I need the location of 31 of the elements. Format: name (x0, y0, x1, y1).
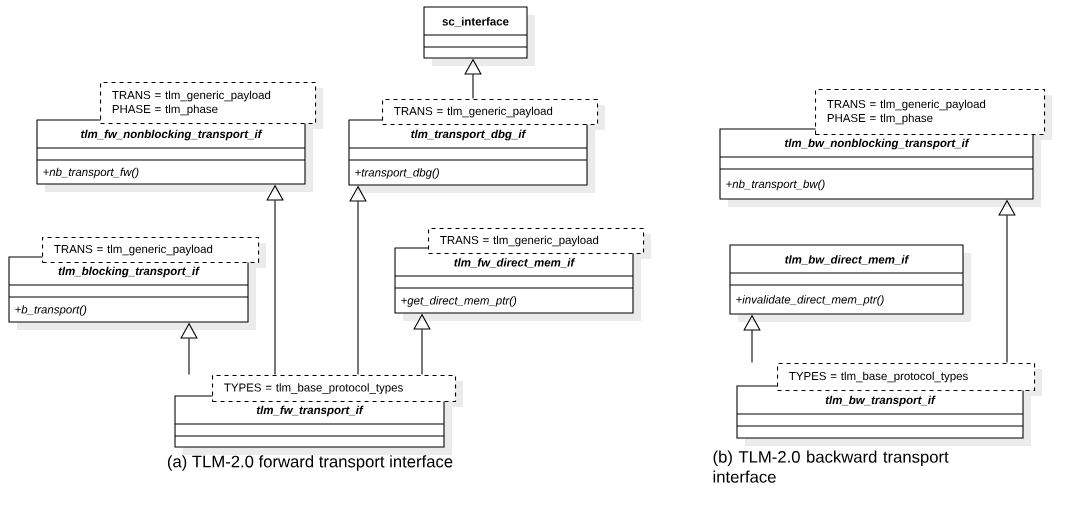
method-name: +nb_transport_fw() (43, 167, 139, 179)
method-name: +transport_dbg() (355, 168, 439, 179)
class-box (423, 6, 535, 66)
template-box: TYPES = tlm_base_protocol_types (212, 375, 457, 403)
class-name: tlm_transport_dbg_if (411, 129, 527, 141)
method-name: +get_direct_mem_ptr() (401, 296, 517, 307)
method-name: +b_transport() (15, 305, 87, 316)
template-box: TYPES = tlm_base_protocol_types (777, 363, 1036, 392)
class-box (719, 89, 1052, 207)
class-name: tlm_fw_direct_mem_if (454, 258, 576, 268)
class-name: tlm_blocking_transport_if (58, 266, 200, 278)
template-box: TRANS = tlm_generic_payload (428, 228, 645, 255)
class-box (348, 99, 605, 193)
template-box: TRANS = tlm_generic_payload (382, 99, 599, 126)
class-name: tlm_bw_transport_if (825, 395, 936, 407)
class-name: tlm_fw_transport_if (256, 405, 364, 417)
method-name: +nb_transport_bw() (726, 179, 825, 191)
class-box (736, 363, 1042, 446)
class-name: tlm_bw_nonblocking_transport_if (784, 138, 970, 150)
class-name: tlm_fw_nonblocking_transport_if (81, 129, 263, 141)
method-name: +invalidate_direct_mem_ptr() (736, 295, 884, 306)
class-box (394, 228, 651, 321)
class-name: tlm_bw_direct_mem_if (785, 255, 910, 265)
template-box: TRANS = tlm_generic_payload PHASE = tlm_phase (100, 82, 317, 125)
class-box (729, 244, 971, 322)
template-box: TRANS = tlm_generic_payload (42, 237, 260, 264)
class-box (8, 237, 266, 330)
class-box (36, 82, 323, 192)
class-box (174, 375, 463, 455)
class-name: sc_interface (442, 17, 509, 27)
template-box: TRANS = tlm_generic_payload PHASE = tlm_phase (815, 89, 1046, 136)
